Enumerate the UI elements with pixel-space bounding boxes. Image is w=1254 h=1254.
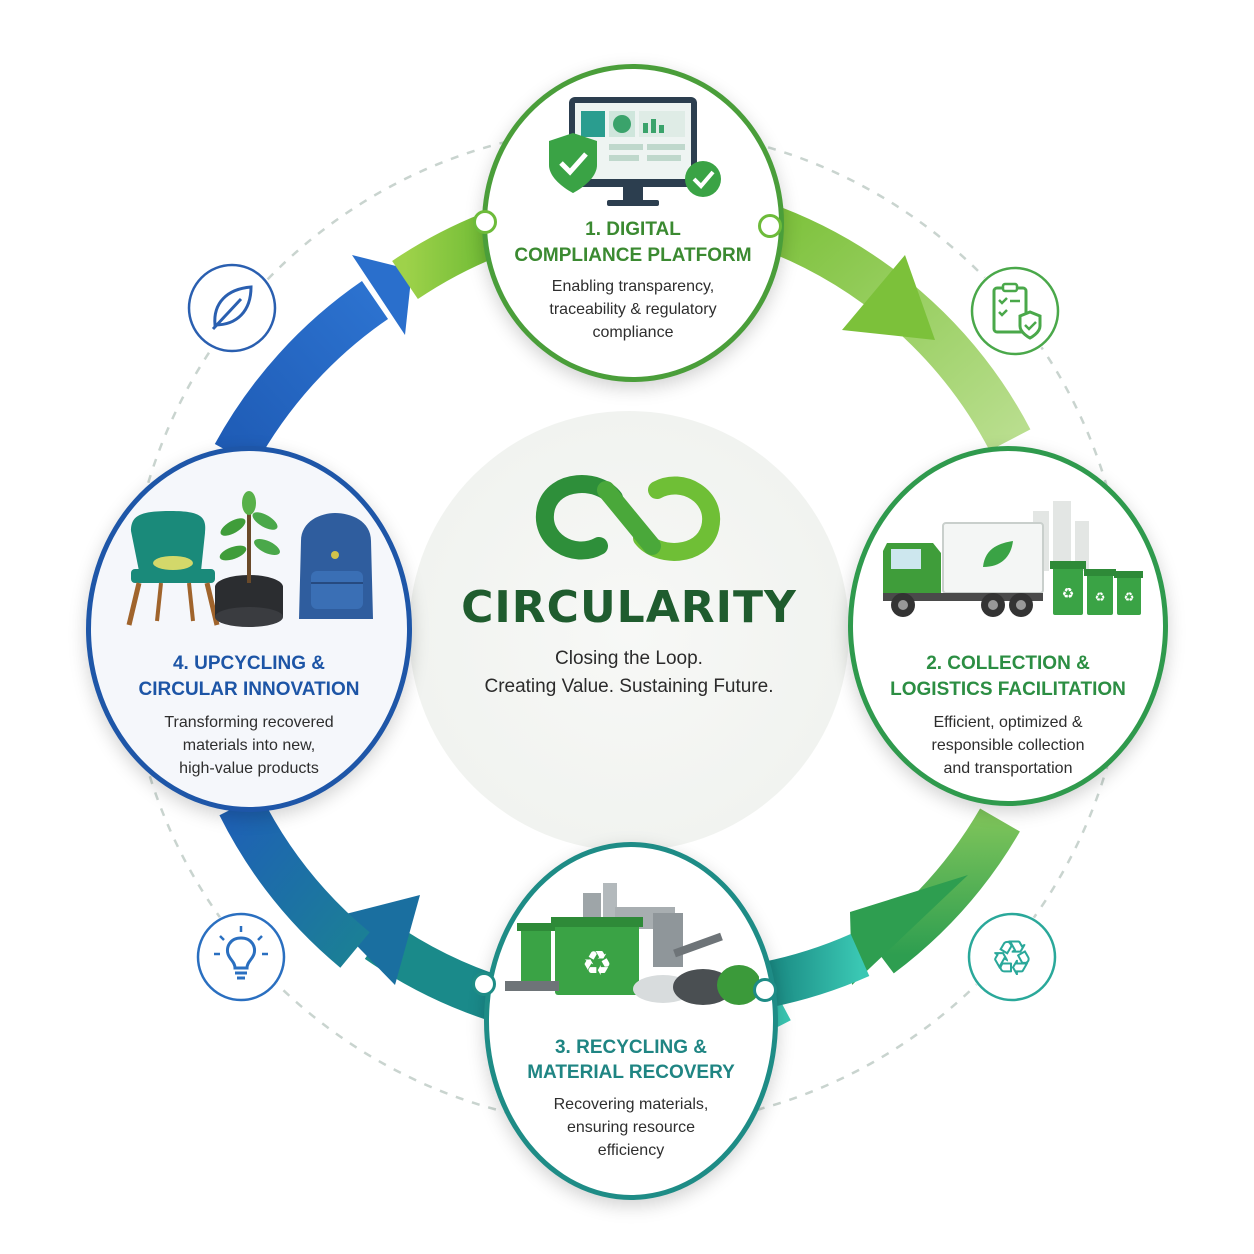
chair-plant-tire-backpack-icon [126, 491, 373, 627]
step-4-title-line-1: 4. UPCYCLING & [172, 653, 326, 674]
arrow-head-1-to-2 [842, 255, 935, 340]
connector-dot [758, 214, 782, 238]
checklist-shield-icon [970, 266, 1060, 356]
step-1-title-line-2: COMPLIANCE PLATFORM [514, 245, 752, 266]
arrow-head-2-to-3 [850, 875, 968, 985]
recycle-icon: ♻ [967, 912, 1057, 1002]
step-2-title-line-1: 2. COLLECTION & [926, 653, 1090, 674]
svg-text:♻: ♻ [991, 932, 1032, 984]
svg-text:♻: ♻ [582, 945, 612, 983]
leaf-icon [187, 263, 277, 353]
step-3-desc-line-3: efficiency [597, 1142, 665, 1159]
step-2-desc-line-2: responsible collection [931, 737, 1085, 754]
center-subtitle-line-1: Closing the Loop. [555, 648, 703, 669]
truck-and-recycling-bins-icon: ♻ ♻ ♻ [883, 501, 1143, 617]
connector-dot [753, 978, 777, 1002]
svg-text:♻: ♻ [1062, 585, 1075, 601]
infinity-loop-icon [535, 475, 721, 561]
step-4-title-line-2: CIRCULAR INNOVATION [138, 679, 360, 700]
step-1-desc-line-3: compliance [592, 324, 674, 341]
arrow-segment-4-to-1 [214, 281, 389, 467]
step-2-desc-line-3: and transportation [943, 760, 1073, 777]
step-1-title-line-1: 1. DIGITAL [585, 219, 681, 240]
monitor-dashboard-with-shield-icon [549, 97, 721, 206]
connector-dot [472, 972, 496, 996]
recycling-facility-icon: ♻ [505, 883, 759, 1005]
step-4-desc-line-2: materials into new, [182, 737, 316, 754]
step-3-title-line-1: 3. RECYCLING & [554, 1037, 708, 1058]
arrow-segment-1-left [392, 213, 499, 300]
lightbulb-icon [196, 912, 286, 1002]
step-3-title-line-2: MATERIAL RECOVERY [527, 1062, 735, 1083]
step-3-node: ♻ 3. RECYCLING & MATERIAL RECOVERY Recov… [484, 842, 778, 1200]
step-3-desc-line-1: Recovering materials, [553, 1096, 709, 1113]
step-2-node: ♻ ♻ ♻ 2. COLLECTION & LOGISTICS FACILITA… [848, 446, 1168, 806]
arrow-head-4-to-1 [352, 255, 412, 335]
step-4-desc-line-3: high-value products [179, 760, 319, 777]
svg-text:♻: ♻ [1124, 590, 1135, 604]
connector-dot [473, 210, 497, 234]
arrow-segment-4-lower [219, 794, 370, 968]
svg-text:♻: ♻ [1095, 590, 1106, 604]
center-title: CIRCULARITY [461, 582, 797, 633]
step-2-desc-line-1: Efficient, optimized & [933, 714, 1083, 731]
step-1-desc-line-1: Enabling transparency, [551, 278, 715, 295]
step-4-desc-line-1: Transforming recovered [164, 714, 334, 731]
center-subtitle-line-2: Creating Value. Sustaining Future. [484, 676, 774, 697]
step-3-desc-line-2: ensuring resource [566, 1119, 696, 1136]
center-disc [409, 411, 849, 851]
step-2-title-line-2: LOGISTICS FACILITATION [890, 679, 1126, 700]
step-1-node: 1. DIGITAL COMPLIANCE PLATFORM Enabling … [482, 64, 784, 382]
step-1-desc-line-2: traceability & regulatory [549, 301, 717, 318]
step-4-node: 4. UPCYCLING & CIRCULAR INNOVATION Trans… [86, 446, 412, 812]
arrow-segment-3-right [760, 933, 870, 1008]
